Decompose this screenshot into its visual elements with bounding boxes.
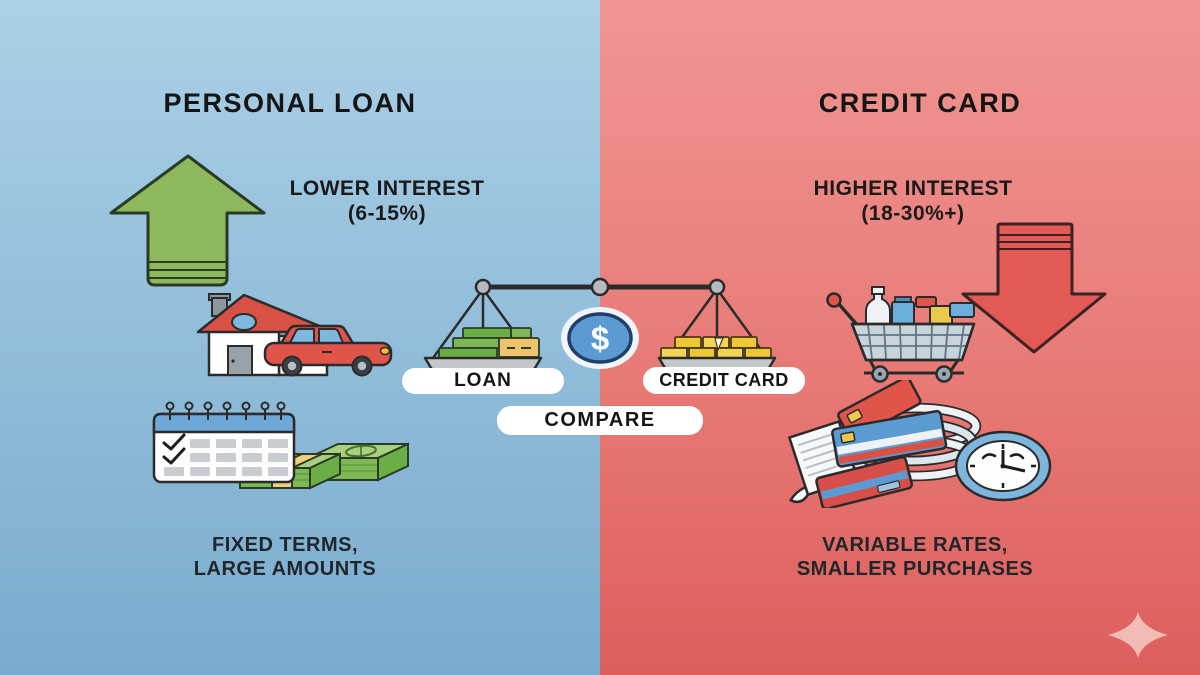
variable-rates-text: VARIABLE RATES, SMALLER PURCHASES bbox=[790, 533, 1040, 581]
lower-interest-text: LOWER INTEREST (6-15%) bbox=[267, 176, 507, 226]
calendar-cash-illustration bbox=[148, 396, 448, 510]
higher-interest-line2: (18-30%+) bbox=[861, 202, 965, 226]
lower-interest-line1: LOWER INTEREST bbox=[289, 177, 485, 200]
compare-label: COMPARE bbox=[497, 406, 703, 435]
gold-bars-icon bbox=[660, 336, 772, 360]
credit-card-title: CREDIT CARD bbox=[818, 88, 1022, 118]
higher-interest-text: HIGHER INTEREST (18-30%+) bbox=[793, 176, 1033, 226]
groceries-icon bbox=[865, 286, 975, 327]
shopping-cart-icon bbox=[822, 278, 992, 384]
clock-icon bbox=[954, 430, 1052, 502]
variable-rates-line1: VARIABLE RATES, bbox=[822, 534, 1008, 556]
higher-interest-line1: HIGHER INTEREST bbox=[813, 177, 1013, 200]
cards-clock-illustration bbox=[778, 380, 1068, 508]
loan-money-icon bbox=[438, 327, 540, 359]
credit-card-red2-icon bbox=[815, 455, 914, 508]
sparkle-icon bbox=[1108, 612, 1168, 658]
fixed-terms-text: FIXED TERMS, LARGE AMOUNTS bbox=[160, 533, 410, 581]
calendar-icon bbox=[152, 401, 296, 484]
down-arrow-icon bbox=[958, 222, 1108, 357]
car-icon bbox=[263, 324, 393, 377]
loan-pan-label: LOAN bbox=[402, 368, 564, 394]
variable-rates-line2: SMALLER PURCHASES bbox=[796, 558, 1034, 580]
dollar-symbol: $ bbox=[591, 320, 609, 357]
credit-card-pan-label: CREDIT CARD bbox=[643, 367, 805, 394]
dollar-coin-icon: $ bbox=[560, 306, 640, 370]
house-car-illustration bbox=[192, 282, 407, 378]
up-arrow-icon bbox=[105, 150, 270, 290]
credit-card-blue-icon bbox=[831, 409, 948, 468]
lower-interest-line2: (6-15%) bbox=[347, 202, 427, 226]
fixed-terms-line1: FIXED TERMS, bbox=[211, 534, 358, 556]
fixed-terms-line2: LARGE AMOUNTS bbox=[193, 558, 377, 580]
personal-loan-title: PERSONAL LOAN bbox=[163, 88, 417, 118]
